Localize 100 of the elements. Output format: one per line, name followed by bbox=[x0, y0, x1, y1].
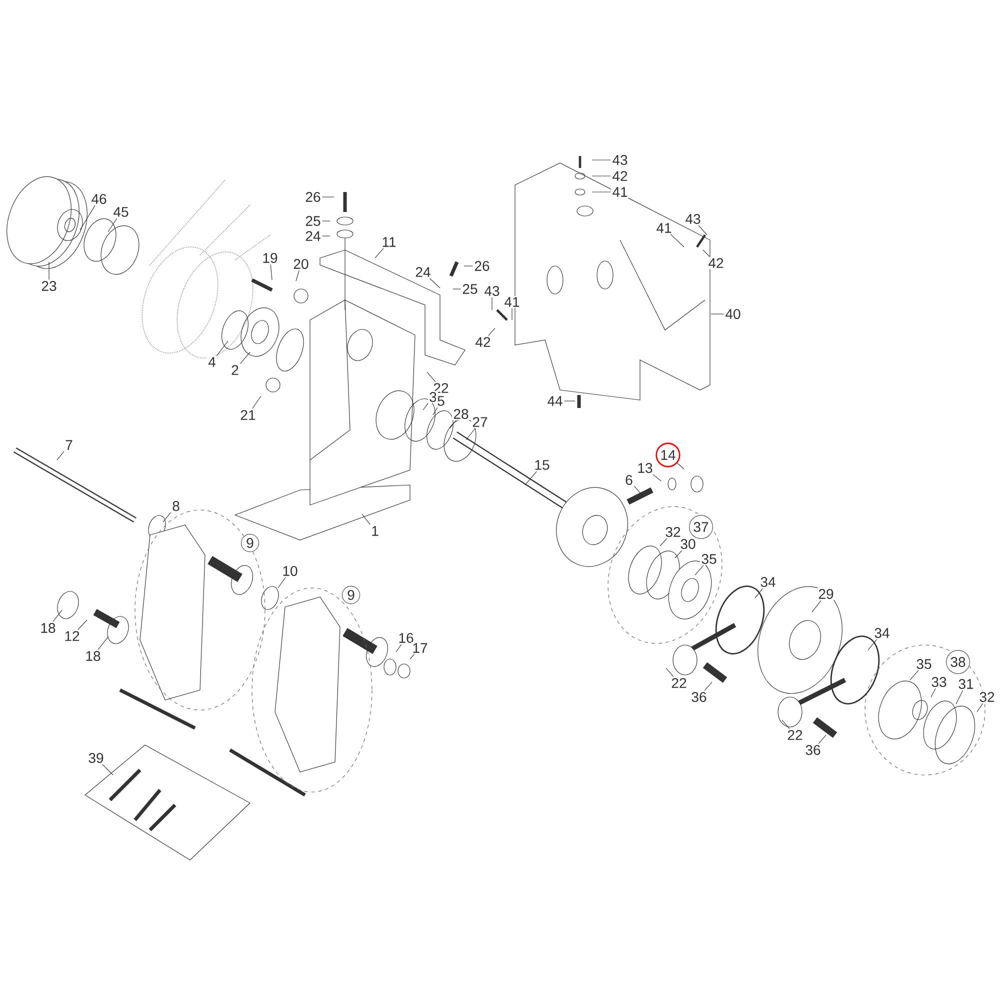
callout-number: 17 bbox=[411, 642, 429, 654]
leader-line bbox=[278, 577, 286, 588]
callout-number: 30 bbox=[679, 538, 697, 550]
callout-number: 26 bbox=[473, 260, 491, 272]
leader-line bbox=[296, 270, 300, 282]
leader-line bbox=[670, 234, 684, 248]
leader-line bbox=[216, 340, 228, 356]
callout-number: 34 bbox=[759, 576, 777, 588]
leader-line bbox=[956, 690, 964, 704]
leader-line bbox=[868, 639, 877, 650]
callout-number: 25 bbox=[461, 282, 479, 296]
leader-line bbox=[80, 205, 96, 230]
callout-number: 31 bbox=[957, 678, 975, 690]
callout-number: 42 bbox=[707, 256, 725, 270]
leader-line bbox=[108, 218, 118, 232]
callout-number: 8 bbox=[170, 500, 182, 512]
leader-line bbox=[488, 328, 496, 336]
callout-number: 11 bbox=[380, 236, 398, 248]
leader-line bbox=[396, 644, 402, 652]
callout-number: 41 bbox=[655, 222, 673, 234]
callout-number: 29 bbox=[817, 588, 835, 600]
callout-number: 18 bbox=[39, 622, 57, 634]
callout-number: 22 bbox=[786, 728, 804, 742]
callout-number: 42 bbox=[611, 170, 629, 182]
callout-number: 13 bbox=[636, 462, 654, 474]
callout-number: 6 bbox=[624, 474, 634, 486]
callout-number: 26 bbox=[304, 190, 322, 204]
callout-number: 45 bbox=[112, 206, 130, 218]
callout-number: 19 bbox=[261, 252, 279, 264]
leader-line bbox=[102, 764, 114, 776]
callout-number: 41 bbox=[503, 296, 521, 308]
leader-line bbox=[702, 250, 710, 257]
leader-line bbox=[48, 262, 50, 280]
leader-line bbox=[666, 668, 674, 677]
callout-number: 41 bbox=[611, 186, 629, 198]
callout-number: 34 bbox=[873, 626, 891, 640]
leader-line bbox=[910, 670, 919, 680]
callout-number: 43 bbox=[611, 154, 629, 166]
callout-number: 46 bbox=[90, 192, 108, 206]
leader-line bbox=[56, 451, 64, 460]
leader-line bbox=[452, 288, 462, 290]
circled-callout-number: 37 bbox=[689, 515, 713, 539]
callout-number: 35 bbox=[700, 552, 718, 566]
leader-line bbox=[410, 654, 415, 660]
leader-line bbox=[466, 428, 476, 440]
leader-line bbox=[564, 400, 576, 402]
circled-callout-number: 38 bbox=[946, 650, 970, 674]
leader-line bbox=[322, 196, 334, 198]
circled-callout-number: 9 bbox=[240, 534, 260, 552]
callout-number: 16 bbox=[397, 632, 415, 644]
highlighted-callout-number: 14 bbox=[656, 442, 680, 468]
leader-line bbox=[704, 682, 712, 691]
callout-number: 23 bbox=[40, 280, 58, 292]
leader-line bbox=[362, 514, 370, 525]
leader-line bbox=[98, 636, 108, 650]
leader-line bbox=[252, 396, 262, 409]
leader-line bbox=[976, 703, 983, 712]
callout-number: 42 bbox=[474, 336, 492, 348]
leader-line bbox=[634, 486, 642, 496]
callout-number: 10 bbox=[281, 564, 299, 578]
leader-line bbox=[52, 610, 62, 622]
callout-number: 20 bbox=[292, 258, 310, 270]
callout-number: 28 bbox=[452, 408, 470, 420]
callout-number: 15 bbox=[533, 458, 551, 472]
leader-line bbox=[374, 248, 384, 258]
leader-line bbox=[676, 462, 684, 470]
callout-number: 33 bbox=[930, 676, 948, 688]
leader-line bbox=[270, 264, 272, 280]
callout-number: 5 bbox=[436, 394, 446, 408]
callout-number: 24 bbox=[304, 230, 322, 242]
leader-line bbox=[432, 407, 438, 416]
callout-number: 22 bbox=[670, 676, 688, 690]
leader-line bbox=[782, 720, 790, 729]
callout-number: 44 bbox=[546, 395, 564, 408]
callout-number: 32 bbox=[978, 690, 996, 704]
callout-number: 43 bbox=[684, 212, 702, 226]
callout-number: 36 bbox=[690, 690, 708, 704]
callout-number: 36 bbox=[804, 744, 822, 756]
leader-line bbox=[818, 734, 826, 744]
leader-line bbox=[322, 220, 330, 222]
callout-number: 39 bbox=[87, 752, 105, 764]
callout-number: 1 bbox=[370, 525, 380, 538]
callout-number: 2 bbox=[230, 364, 240, 376]
leader-line bbox=[930, 688, 936, 698]
callout-number: 43 bbox=[483, 284, 501, 298]
callout-number: 7 bbox=[64, 439, 74, 452]
leader-line bbox=[674, 550, 682, 558]
leader-line bbox=[694, 565, 704, 576]
callout-number: 32 bbox=[664, 526, 682, 538]
leader-line bbox=[652, 474, 662, 482]
leader-line bbox=[162, 512, 172, 522]
callout-number: 24 bbox=[414, 266, 432, 278]
leader-line bbox=[660, 538, 668, 546]
leader-line bbox=[429, 278, 440, 288]
leader-line bbox=[240, 352, 250, 364]
callout-number: 12 bbox=[63, 630, 81, 642]
callout-number: 21 bbox=[239, 408, 257, 422]
leader-line bbox=[698, 225, 708, 236]
leader-line bbox=[426, 372, 436, 382]
leader-line bbox=[812, 600, 822, 612]
